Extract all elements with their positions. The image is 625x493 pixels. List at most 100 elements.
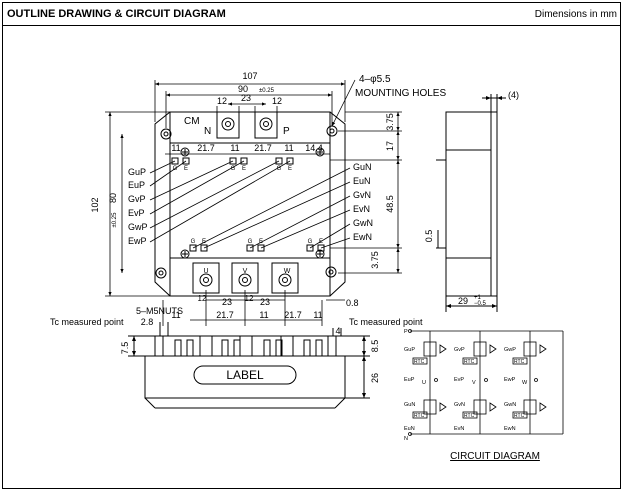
- pin-e: E: [288, 166, 292, 172]
- baseplate: [490, 111, 498, 297]
- module-inner-outline: [169, 111, 331, 297]
- gate-label-evn: EvN: [353, 204, 370, 214]
- rtc-label: RTC: [514, 359, 525, 365]
- dim-21-7: 21.7: [254, 143, 272, 153]
- dim-29-tol-down: −0.5: [474, 301, 487, 307]
- label-plate: [193, 365, 297, 385]
- output-u: U: [422, 380, 426, 386]
- circuit-diagram: [408, 329, 564, 436]
- gate-label-ewn: EwN: [353, 232, 372, 242]
- dim-21-7: 21.7: [216, 310, 234, 320]
- terminal-w-label: W: [284, 268, 291, 275]
- label-text: LABEL: [226, 368, 264, 382]
- gate-gvp: GvP: [454, 347, 465, 353]
- emitter-eun: EuN: [404, 426, 415, 432]
- gate-gvn: GvN: [454, 402, 465, 408]
- mounting-hole: [155, 267, 167, 279]
- gate-pins-top: [171, 157, 294, 165]
- dim-lines: [105, 79, 402, 326]
- rtc-label: RTC: [414, 359, 425, 365]
- dim-2-8: 2.8: [141, 317, 154, 327]
- units-note: Dimensions in mm: [534, 9, 617, 20]
- output-w: W: [522, 380, 528, 386]
- pin-e: E: [202, 239, 206, 245]
- dim-80-tol: ±0.25: [112, 212, 118, 228]
- dim-21-7: 21.7: [197, 143, 215, 153]
- gate-label-gwn: GwN: [353, 218, 373, 228]
- dim-11: 11: [230, 143, 239, 153]
- terminal-v-label: V: [243, 268, 248, 275]
- gate-label-ewp: EwP: [128, 236, 147, 246]
- drawing-frame: [2, 2, 621, 489]
- dim-11: 11: [313, 310, 322, 320]
- pin-e: E: [184, 166, 188, 172]
- rtc-label: RTC: [464, 413, 475, 419]
- dim-4-front: 4: [335, 326, 340, 336]
- dim-26: 26: [370, 373, 380, 383]
- gate-label-gun: GuN: [353, 162, 372, 172]
- dim-3-75-top: 3.75: [385, 113, 395, 131]
- side-view: [436, 94, 506, 312]
- front-view: [128, 322, 370, 409]
- mounting-holes-label: MOUNTING HOLES: [355, 88, 446, 99]
- screw-mark: [180, 249, 190, 259]
- mounting-hole: [160, 128, 172, 140]
- gate-label-eun: EuN: [353, 176, 371, 186]
- pin-g: G: [191, 239, 196, 245]
- dim-102: 102: [90, 197, 100, 212]
- bus-n: N: [404, 436, 408, 442]
- dim-0-8: 0.8: [346, 298, 359, 308]
- igbt-cells: [423, 341, 547, 415]
- dim-8-5: 8.5: [370, 340, 380, 353]
- pin-g: G: [248, 239, 253, 245]
- bus-p: P: [404, 329, 408, 335]
- dim-17: 17: [385, 141, 395, 151]
- gate-label-eup: EuP: [128, 180, 145, 190]
- dim-11: 11: [171, 310, 180, 320]
- gate-gun: GuN: [404, 402, 415, 408]
- side-body-bottom: [445, 257, 492, 297]
- gate-label-gvp: GvP: [128, 194, 146, 204]
- dim-23: 23: [241, 93, 251, 103]
- pin-g: G: [173, 166, 178, 172]
- header-rule: [2, 25, 621, 26]
- gate-gwp: GwP: [504, 347, 516, 353]
- gate-label-gvn: GvN: [353, 190, 371, 200]
- dim-107: 107: [242, 71, 257, 81]
- dim-12-u: 12: [198, 294, 207, 303]
- drawing-title: OUTLINE DRAWING & CIRCUIT DIAGRAM: [7, 8, 226, 20]
- dim-90: 90: [238, 84, 248, 94]
- top-view: [105, 79, 402, 326]
- pin-e: E: [242, 166, 246, 172]
- dim-12-n: 12: [217, 96, 227, 106]
- pin-g: G: [277, 166, 282, 172]
- dim-11: 11: [284, 143, 293, 153]
- emitter-eup: EuP: [404, 377, 415, 383]
- dim-23-bottom: 23: [260, 297, 270, 307]
- output-v: V: [472, 380, 476, 386]
- mounting-hole: [326, 125, 338, 137]
- mounting-hole-count: 4–φ5.5: [359, 74, 391, 85]
- dim-14-4: 14.4: [305, 143, 323, 153]
- rtc-label: RTC: [414, 413, 425, 419]
- dim-11: 11: [259, 310, 268, 320]
- terminal-n: [216, 111, 240, 139]
- dim-7-5: 7.5: [120, 342, 130, 355]
- terminal-dots: [408, 329, 538, 436]
- dim-80: 80: [108, 193, 118, 203]
- rtc-label: RTC: [514, 413, 525, 419]
- gate-gup: GuP: [404, 347, 415, 353]
- module-label-cm: CM: [184, 116, 200, 127]
- pin-e: E: [259, 239, 263, 245]
- terminal-p-label: P: [283, 126, 290, 137]
- dim-29: 29: [458, 296, 468, 306]
- tc-measured-point-right: Tc measured point: [349, 317, 423, 327]
- gate-label-gwp: GwP: [128, 222, 148, 232]
- screw-mark: [315, 249, 325, 259]
- dim-23-bottom: 23: [222, 297, 232, 307]
- emitter-ewp: EwP: [504, 377, 516, 383]
- dim-21-7: 21.7: [284, 310, 302, 320]
- dim-48-5: 48.5: [385, 195, 395, 213]
- dim-29-tol-up: +1: [474, 295, 482, 301]
